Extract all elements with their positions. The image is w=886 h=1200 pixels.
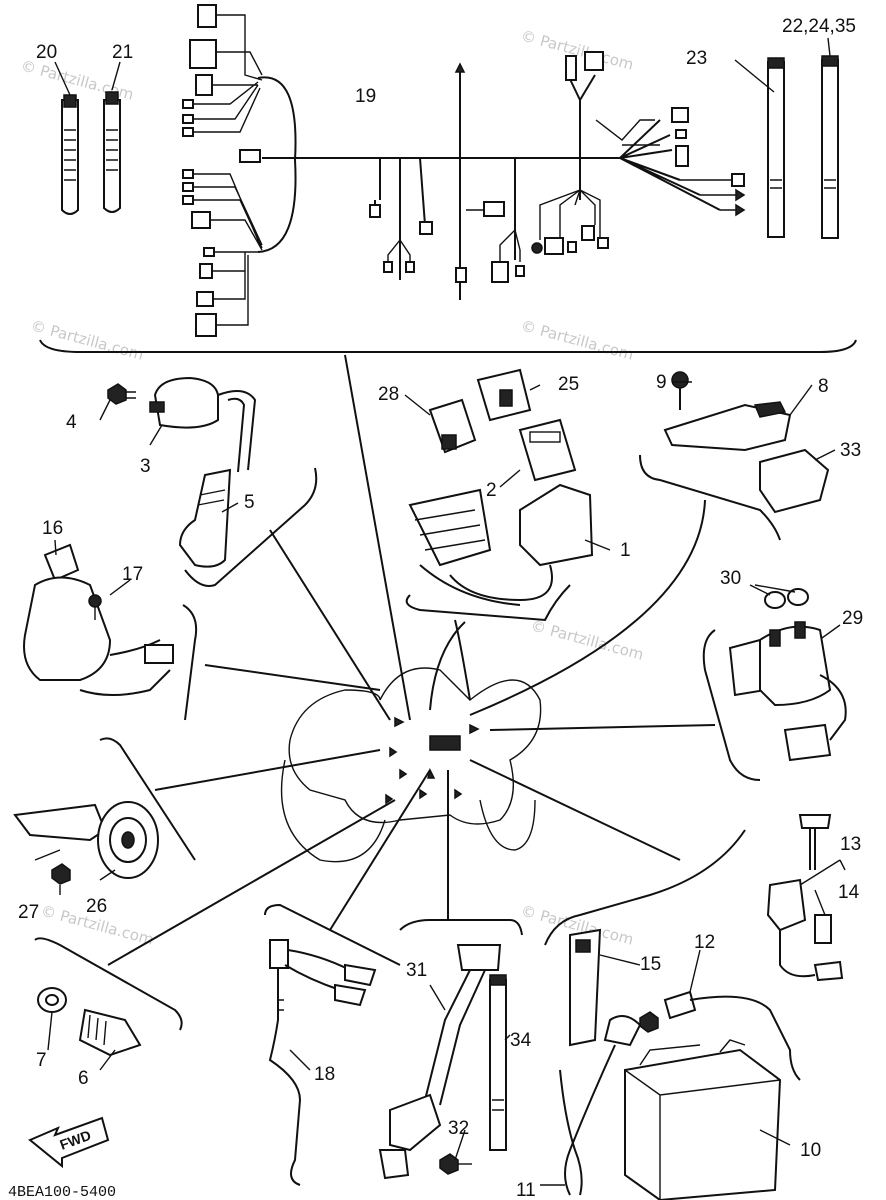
callout-17: 17 (122, 564, 143, 585)
callout-10: 10 (800, 1140, 821, 1161)
ignition-coil-3 (149, 376, 257, 473)
callout-2: 2 (486, 480, 497, 501)
starter-group-bracket (702, 629, 761, 781)
relay-unit-1 (408, 483, 594, 606)
callout-18: 18 (314, 1064, 335, 1085)
callout-15: 15 (640, 954, 661, 975)
starter-relay-29 (728, 621, 847, 762)
washer-7 (37, 987, 67, 1013)
fuse-holder-13 (766, 814, 844, 982)
harness-group-bracket (39, 339, 857, 353)
callout-6: 6 (78, 1068, 89, 1089)
callout-32: 32 (448, 1118, 469, 1139)
watermark-2: © Partzilla.com (519, 26, 635, 73)
regulator-8 (663, 401, 792, 452)
callout-31: 31 (406, 960, 427, 981)
negative-lead-11 (559, 1015, 642, 1196)
forward-arrow-icon: FWD (28, 1116, 110, 1169)
neutral-switch-6 (78, 1008, 142, 1057)
band-20 (61, 94, 79, 215)
callout-19: 19 (355, 86, 376, 107)
callout-4: 4 (66, 412, 77, 433)
callout-22: 22,24,35 (782, 16, 856, 37)
callouts: 1 2 3 4 5 6 7 8 9 10 11 12 13 14 15 16 1… (18, 16, 863, 1200)
spark-plug-cap-5 (178, 468, 232, 568)
diagram-code: 4BEA100-5400 (8, 1184, 116, 1200)
callout-23: 23 (686, 48, 707, 69)
callout-28: 28 (378, 384, 399, 405)
band-21 (103, 91, 121, 213)
callout-12: 12 (694, 932, 715, 953)
motorcycle-outline (280, 667, 542, 863)
relay-group-bracket (405, 584, 571, 622)
relay-25 (476, 368, 532, 422)
callout-5: 5 (244, 492, 255, 513)
callout-30: 30 (720, 568, 741, 589)
bolt-9 (671, 371, 689, 410)
callout-3: 3 (140, 456, 151, 477)
callout-29: 29 (842, 608, 863, 629)
coil-group-bracket (184, 467, 318, 587)
callout-13: 13 (840, 834, 861, 855)
band-22 (821, 55, 839, 239)
callout-11: 11 (516, 1180, 536, 1200)
watermark-3: © Partzilla.com (29, 316, 145, 363)
watermark-4: © Partzilla.com (519, 316, 635, 363)
switch6-group-bracket (34, 937, 183, 1031)
battery-band-15 (569, 928, 602, 1047)
callout-14: 14 (838, 882, 860, 903)
callout-34: 34 (510, 1030, 532, 1051)
sensor-31 (378, 944, 502, 1180)
callout-9: 9 (656, 372, 667, 393)
callout-20: 20 (36, 42, 57, 63)
horn-26 (13, 801, 159, 879)
lead-wire-group-bracket (264, 903, 401, 966)
callout-25: 25 (558, 374, 579, 395)
sensor-group-bracket (399, 919, 523, 936)
wire-harness-19 (182, 4, 746, 337)
leader-lines (107, 354, 716, 966)
relay-28 (428, 398, 477, 454)
connector-2 (518, 418, 577, 482)
battery-group-bracket (544, 829, 746, 946)
callout-21: 21 (112, 42, 133, 63)
regulator-group-bracket (639, 454, 781, 541)
callout-26: 26 (86, 896, 107, 917)
callout-8: 8 (818, 376, 829, 397)
battery-10 (624, 1039, 782, 1200)
callout-27: 27 (18, 902, 39, 923)
horn-group-bracket (99, 737, 196, 861)
fuse-14 (814, 914, 832, 944)
callout-16: 16 (42, 518, 63, 539)
bolt-27 (51, 863, 71, 885)
lead-wire-18 (268, 939, 377, 1186)
nuts-30 (764, 588, 809, 609)
main-switch-16 (23, 543, 174, 696)
callout-1: 1 (620, 540, 631, 561)
band-23 (767, 57, 785, 238)
bolt-32 (439, 1153, 472, 1175)
screw-17 (88, 594, 102, 620)
relay-33 (759, 448, 830, 514)
bolt-4 (107, 383, 136, 405)
switch-group-bracket (182, 604, 198, 721)
callout-33: 33 (840, 440, 861, 461)
band-34 (489, 974, 507, 1151)
callout-7: 7 (36, 1050, 47, 1071)
